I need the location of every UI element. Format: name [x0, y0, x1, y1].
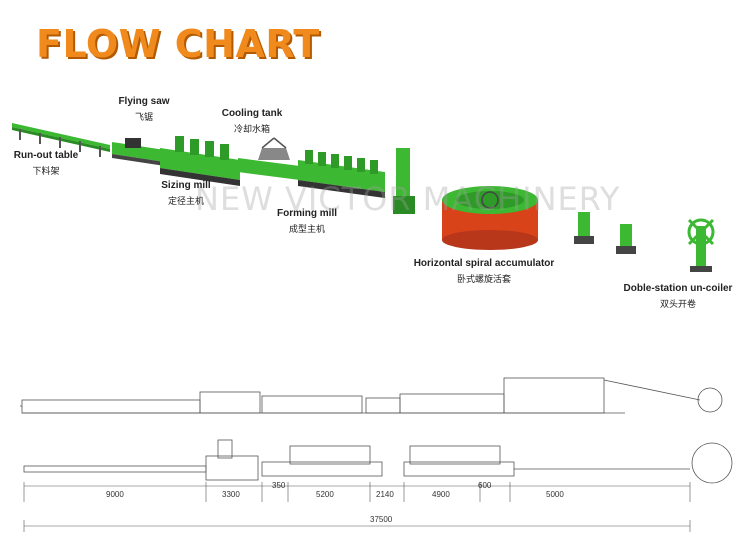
dim-runout: 9000 [106, 490, 124, 499]
shear-welder-illustration [574, 212, 594, 244]
flying-saw-label: Flying saw 飞锯 [118, 96, 170, 122]
watermark: NEW VICTOR MACHINERY [195, 180, 621, 218]
uncoiler-label: Doble-station un-coiler 双头开卷 [623, 283, 733, 309]
page-title: FLOW CHART [36, 22, 320, 66]
welder-tower-illustration [393, 148, 415, 214]
dim-forming: 4900 [432, 490, 450, 499]
flying-saw-illustration [112, 138, 165, 166]
pinch-roll-illustration [616, 224, 636, 254]
sizing-mill-illustration [160, 136, 240, 186]
runout-table-illustration [12, 123, 110, 157]
dim-cooling: 2140 [376, 490, 394, 499]
accumulator-label: Horizontal spiral accumulator 卧式螺旋活套 [413, 258, 555, 284]
dim-sizing: 5200 [316, 490, 334, 499]
runout-table-label: Run-out table 下料架 [13, 150, 79, 176]
forming-mill-illustration [298, 150, 385, 198]
dim-flyingsaw: 3300 [222, 490, 240, 499]
cooling-tank-label: Cooling tank 冷却水箱 [221, 108, 283, 134]
dim-welder: 600 [478, 481, 492, 490]
plan-view [23, 439, 733, 484]
dim-total: 37500 [370, 515, 393, 524]
dim-gap: 350 [272, 481, 286, 490]
accumulator-illustration [442, 186, 538, 250]
sizing-mill-label: Sizing mill 定径主机 [161, 180, 211, 206]
dim-accumulator: 5000 [546, 490, 564, 499]
elevation-view [20, 377, 723, 414]
dimension-lines [23, 482, 691, 532]
cooling-tank-illustration [238, 137, 300, 180]
uncoiler-illustration [687, 218, 715, 272]
forming-mill-label: Forming mill 成型主机 [277, 208, 337, 234]
